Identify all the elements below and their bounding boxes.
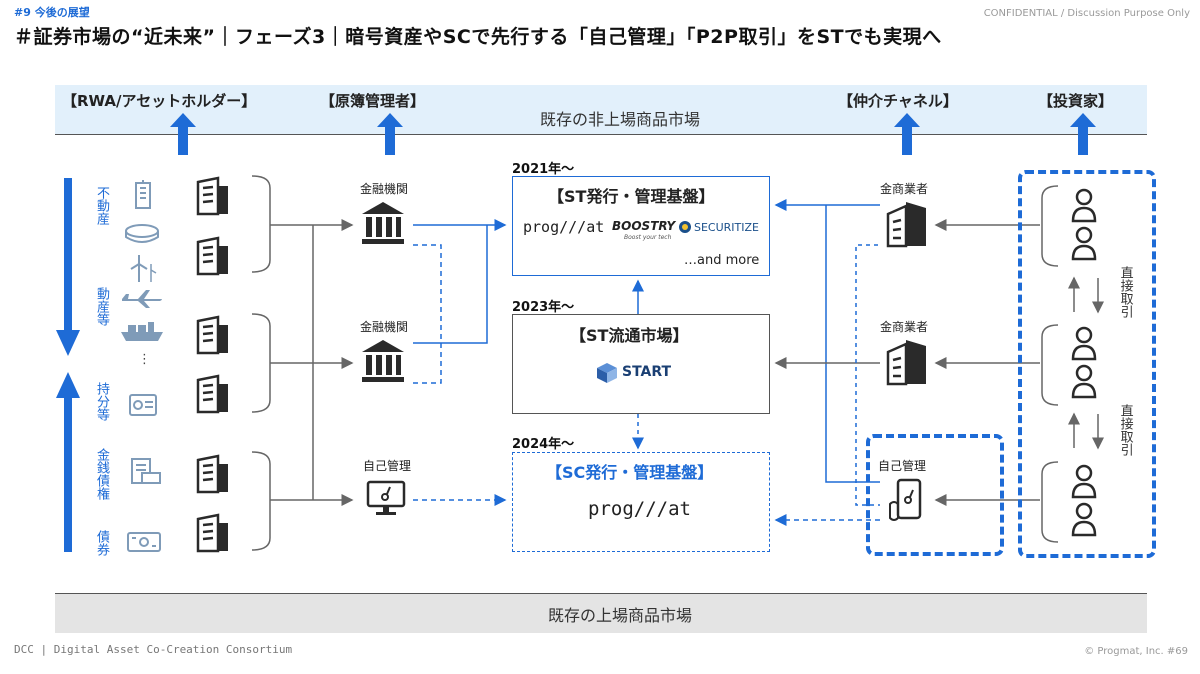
sc-issuance-title: 【SC発行・管理基盤】 (546, 463, 714, 482)
sc-issuance-platform-box (512, 452, 770, 552)
person-icon (1071, 464, 1097, 499)
category-movable: 動産等 (94, 287, 109, 326)
bank-label: 金融機関 (360, 182, 409, 196)
smartphone-icon (889, 478, 922, 521)
year-label: 2021年～ (512, 162, 575, 177)
start-logo: START (622, 364, 672, 380)
year-label: 2023年～ (512, 300, 575, 315)
year-label: 2024年～ (512, 437, 575, 452)
category-receivables: 金銭債権 (94, 448, 109, 500)
bank-label: 金融機関 (360, 320, 409, 334)
self-custody-label: 自己管理 (363, 459, 412, 473)
unlisted-market-label: 既存の非上場商品市場 (540, 110, 701, 129)
person-icon (1071, 502, 1097, 537)
stadium-icon (125, 224, 159, 243)
up-arrow-icon (56, 372, 80, 552)
st-issuance-platform-box (512, 176, 770, 276)
office-building-icon (135, 180, 151, 209)
down-arrow-icon (56, 178, 80, 356)
building-icon (196, 315, 228, 355)
airplane-icon (122, 290, 162, 308)
footer-copyright: © Progmat, Inc. #69 (1084, 646, 1188, 657)
building-icon (196, 374, 228, 414)
office-tower-icon (886, 202, 926, 248)
person-icon (1071, 226, 1097, 261)
up-arrow-icon (1070, 113, 1096, 155)
person-icon (1071, 326, 1097, 361)
category-real-estate: 不動産 (94, 186, 109, 225)
progmat-logo: prog///at (588, 498, 691, 520)
ship-icon (121, 322, 163, 341)
broker-label: 金商業者 (880, 320, 929, 334)
securitize-logo: SECURITIZE (694, 221, 760, 234)
role-channel-label: 【仲介チャネル】 (838, 92, 958, 110)
role-registry-label: 【原簿管理者】 (320, 92, 426, 110)
building-icon (196, 176, 228, 216)
person-icon (1071, 188, 1097, 223)
person-icon (1071, 364, 1097, 399)
slide-title: ＃証券市場の“近未来”｜フェーズ3｜暗号資産やSCで先行する「自己管理」「P2P… (14, 26, 942, 48)
footer-consortium: DCC | Digital Asset Co-Creation Consorti… (14, 643, 293, 656)
st-issuance-title: 【ST発行・管理基盤】 (548, 187, 715, 206)
boostry-logo: BOOSTRY (612, 219, 676, 233)
broker-label: 金商業者 (880, 182, 929, 196)
building-icon (196, 236, 228, 276)
unlisted-market-band (55, 85, 1147, 135)
and-more-label: …and more (684, 253, 760, 268)
building-icon (196, 454, 228, 494)
self-custody-highlight-box (866, 434, 1004, 556)
bank-icon (362, 340, 404, 382)
self-custody-label: 自己管理 (878, 459, 927, 473)
listed-market-band (55, 593, 1147, 633)
progmat-logo: prog///at (523, 218, 605, 236)
confidential-label: CONFIDENTIAL / Discussion Purpose Only (983, 8, 1190, 19)
banknote-icon (127, 532, 161, 552)
direct-trade-label: 直接取引 (1117, 266, 1133, 318)
st-market-title: 【ST流通市場】 (570, 326, 689, 345)
invoice-icon (131, 458, 161, 484)
direct-trade-label: 直接取引 (1117, 404, 1133, 456)
wind-turbine-icon (130, 255, 157, 282)
office-tower-icon (886, 340, 926, 386)
role-holder-label: 【RWA/アセットホルダー】 (62, 92, 257, 110)
building-icon (196, 513, 228, 553)
certificate-icon (129, 394, 157, 416)
up-arrow-icon (894, 113, 920, 155)
investor-highlight-box (1018, 170, 1156, 558)
boostry-tagline: Boost your tech (624, 234, 672, 241)
securitize-icon (679, 221, 691, 233)
bank-icon (362, 202, 404, 244)
listed-market-label: 既存の上場商品市場 (548, 606, 693, 625)
up-arrow-icon (170, 113, 196, 155)
st-market-box (512, 314, 770, 414)
category-bonds: 債券 (94, 530, 109, 556)
category-equity: 持分等 (94, 382, 109, 421)
up-arrow-icon (377, 113, 403, 155)
monitor-icon (366, 480, 406, 515)
category-ellipsis: ⋮ (138, 352, 151, 367)
role-investor-label: 【投資家】 (1038, 92, 1114, 110)
start-cube-icon (597, 363, 617, 383)
section-tag: #9 今後の展望 (14, 6, 90, 19)
